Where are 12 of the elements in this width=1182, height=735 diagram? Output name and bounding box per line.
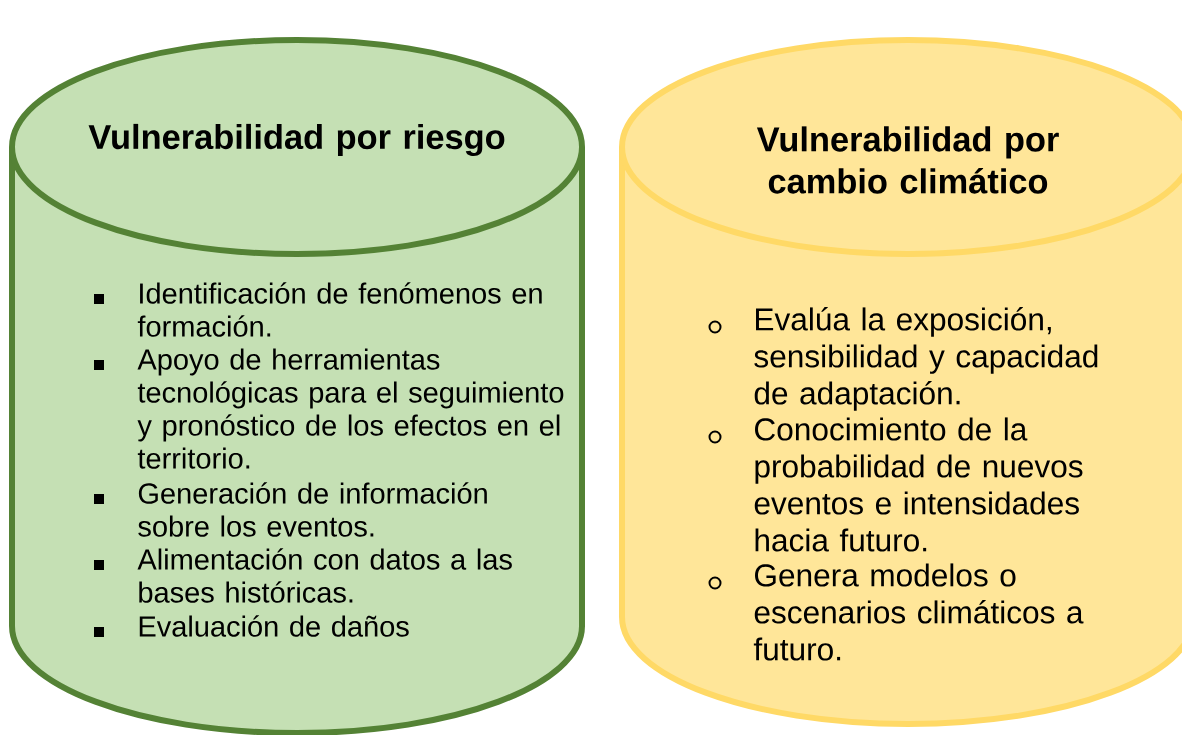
bullet-item: Conocimiento de la probabilidad de nuevos eventos e intensidades hacia futuro. (708, 417, 1083, 552)
bullet-item: Alimentación con datos a las bases históricas. (94, 548, 512, 603)
bullet-item: Apoyo de herramientas tecnológicas para el seguimiento y pronóstico de los efectos en el territorio. (94, 348, 564, 469)
bullet-item: Generación de información sobre los eventos. (94, 482, 487, 537)
bullet-item: Evaluación de daños (94, 615, 409, 637)
bullet-item: Identificación de fenómenos en formación. (94, 282, 542, 337)
cylinder-title: Vulnerabilidad por cambio climático (756, 126, 1059, 194)
cylinder (619, 37, 1182, 727)
bullet-item: Evalúa la exposición, sensibilidad y capacidad de adaptación. (708, 307, 1098, 411)
bullet-item: Genera modelos o escenarios climáticos a futuro. (708, 563, 1084, 661)
cylinder-title: Vulnerabilidad por riesgo (88, 123, 505, 157)
cylinder (9, 37, 585, 735)
